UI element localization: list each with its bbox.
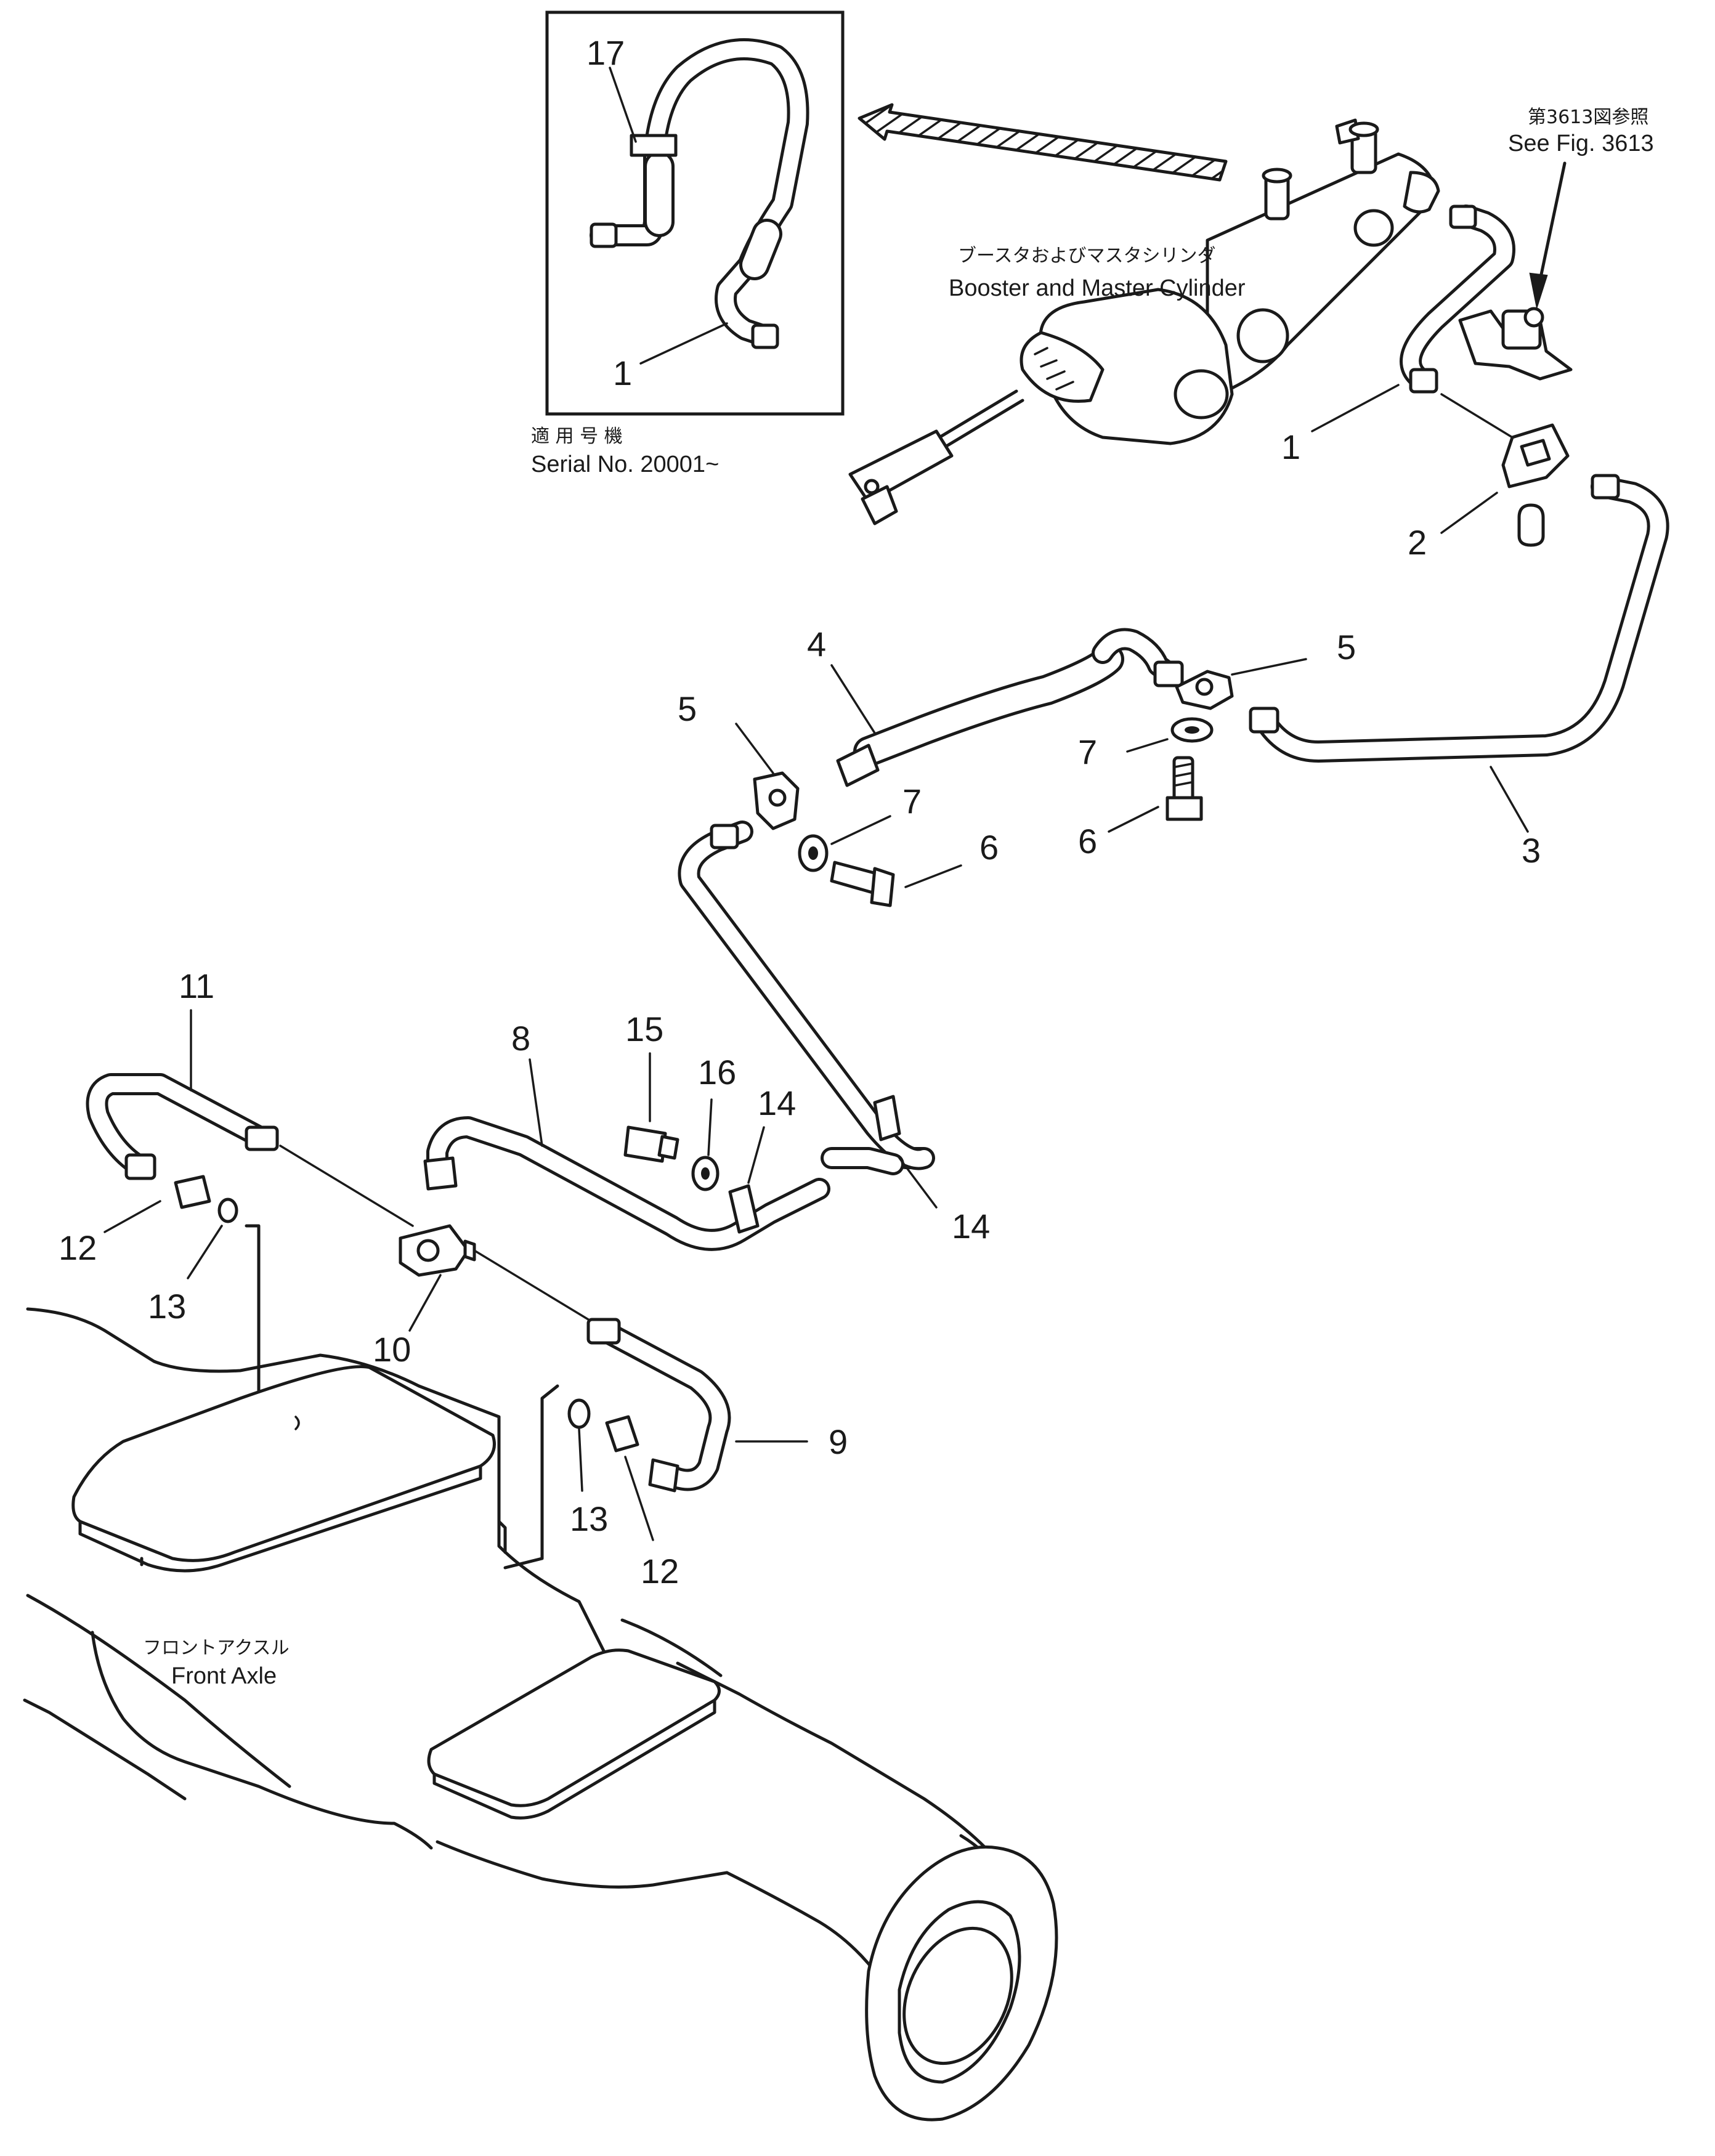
callout-8: 8 bbox=[511, 1019, 530, 1058]
part-14-pipe-short bbox=[821, 1147, 904, 1175]
callout-14-lower: 14 bbox=[952, 1207, 990, 1246]
callout-5-left: 5 bbox=[678, 689, 697, 728]
part-10-tee-block bbox=[399, 1224, 476, 1277]
callout-13-right: 13 bbox=[570, 1499, 608, 1538]
callout-12-left: 12 bbox=[59, 1228, 97, 1267]
part-14-clamp-upper bbox=[873, 1095, 901, 1141]
inset-hose-assembly bbox=[590, 38, 809, 349]
callout-4: 4 bbox=[807, 625, 826, 663]
part-9-pipe bbox=[586, 1318, 731, 1493]
part-4-hose bbox=[836, 628, 1184, 787]
part-13-oring-right bbox=[567, 1398, 591, 1429]
front-axle-label-jp: フロントアクスル bbox=[143, 1637, 290, 1659]
part-14-clamp-lower bbox=[728, 1184, 760, 1234]
switch-bracket bbox=[1458, 307, 1573, 381]
front-axle-label-en: Front Axle bbox=[171, 1663, 277, 1689]
inset-clamp bbox=[630, 134, 678, 157]
part-2-clip bbox=[1501, 423, 1570, 547]
part-15-bolt bbox=[623, 1125, 679, 1163]
callout-10: 10 bbox=[373, 1330, 411, 1369]
part-5-clip-left bbox=[753, 771, 800, 830]
callout-7-right: 7 bbox=[1078, 732, 1097, 771]
part-3-pipe bbox=[1249, 474, 1669, 763]
inset-fitting-right bbox=[751, 323, 779, 349]
inset-serial-jp: 適 用 号 機 bbox=[531, 426, 623, 447]
callout-1: 1 bbox=[1281, 428, 1300, 466]
callout-13-left: 13 bbox=[148, 1287, 186, 1326]
callout-14-upper: 14 bbox=[758, 1084, 796, 1122]
callout-5-right: 5 bbox=[1337, 628, 1356, 667]
inset-fitting-left bbox=[590, 222, 618, 248]
part-12-fitting-right bbox=[605, 1415, 639, 1453]
callout-7-left: 7 bbox=[902, 782, 922, 821]
part-11-pipe bbox=[86, 1073, 279, 1180]
inset-callout-1: 1 bbox=[613, 354, 632, 392]
inset-callout-17: 17 bbox=[586, 33, 625, 72]
callout-15: 15 bbox=[625, 1010, 663, 1048]
inset-serial-en: Serial No. 20001~ bbox=[531, 452, 719, 477]
callout-6-right: 6 bbox=[1078, 822, 1097, 861]
part-1-pipe bbox=[1400, 205, 1515, 394]
callout-11: 11 bbox=[179, 967, 214, 1005]
part-14-pipe-long bbox=[678, 821, 935, 1170]
callout-16: 16 bbox=[698, 1053, 736, 1092]
inset-serial-variant: 17 1 適 用 号 機 Serial No. 20001~ bbox=[531, 10, 845, 477]
callout-12-right: 12 bbox=[641, 1552, 679, 1591]
callout-3: 3 bbox=[1522, 831, 1541, 870]
part-5-clip-right bbox=[1175, 670, 1234, 710]
part-6-bolt-right bbox=[1166, 756, 1203, 821]
callout-2: 2 bbox=[1408, 523, 1427, 562]
see-fig-label-en: See Fig. 3613 bbox=[1508, 131, 1654, 156]
callout-9: 9 bbox=[829, 1422, 848, 1461]
part-13-oring-left bbox=[217, 1198, 238, 1223]
see-fig-label-jp: 第3613図参照 bbox=[1528, 107, 1648, 128]
booster-label-jp: ブースタおよびマスタシリンダ bbox=[958, 245, 1216, 267]
front-axle bbox=[23, 1307, 1058, 2122]
booster-master-cylinder bbox=[848, 118, 1440, 525]
part-6-bolt-left bbox=[830, 861, 895, 907]
callout-6-left: 6 bbox=[979, 828, 999, 867]
booster-label-en: Booster and Master Cylinder bbox=[949, 275, 1246, 301]
part-12-fitting-left bbox=[174, 1175, 211, 1209]
part-8-pipe bbox=[423, 1116, 830, 1251]
view-arrow bbox=[858, 103, 1228, 182]
